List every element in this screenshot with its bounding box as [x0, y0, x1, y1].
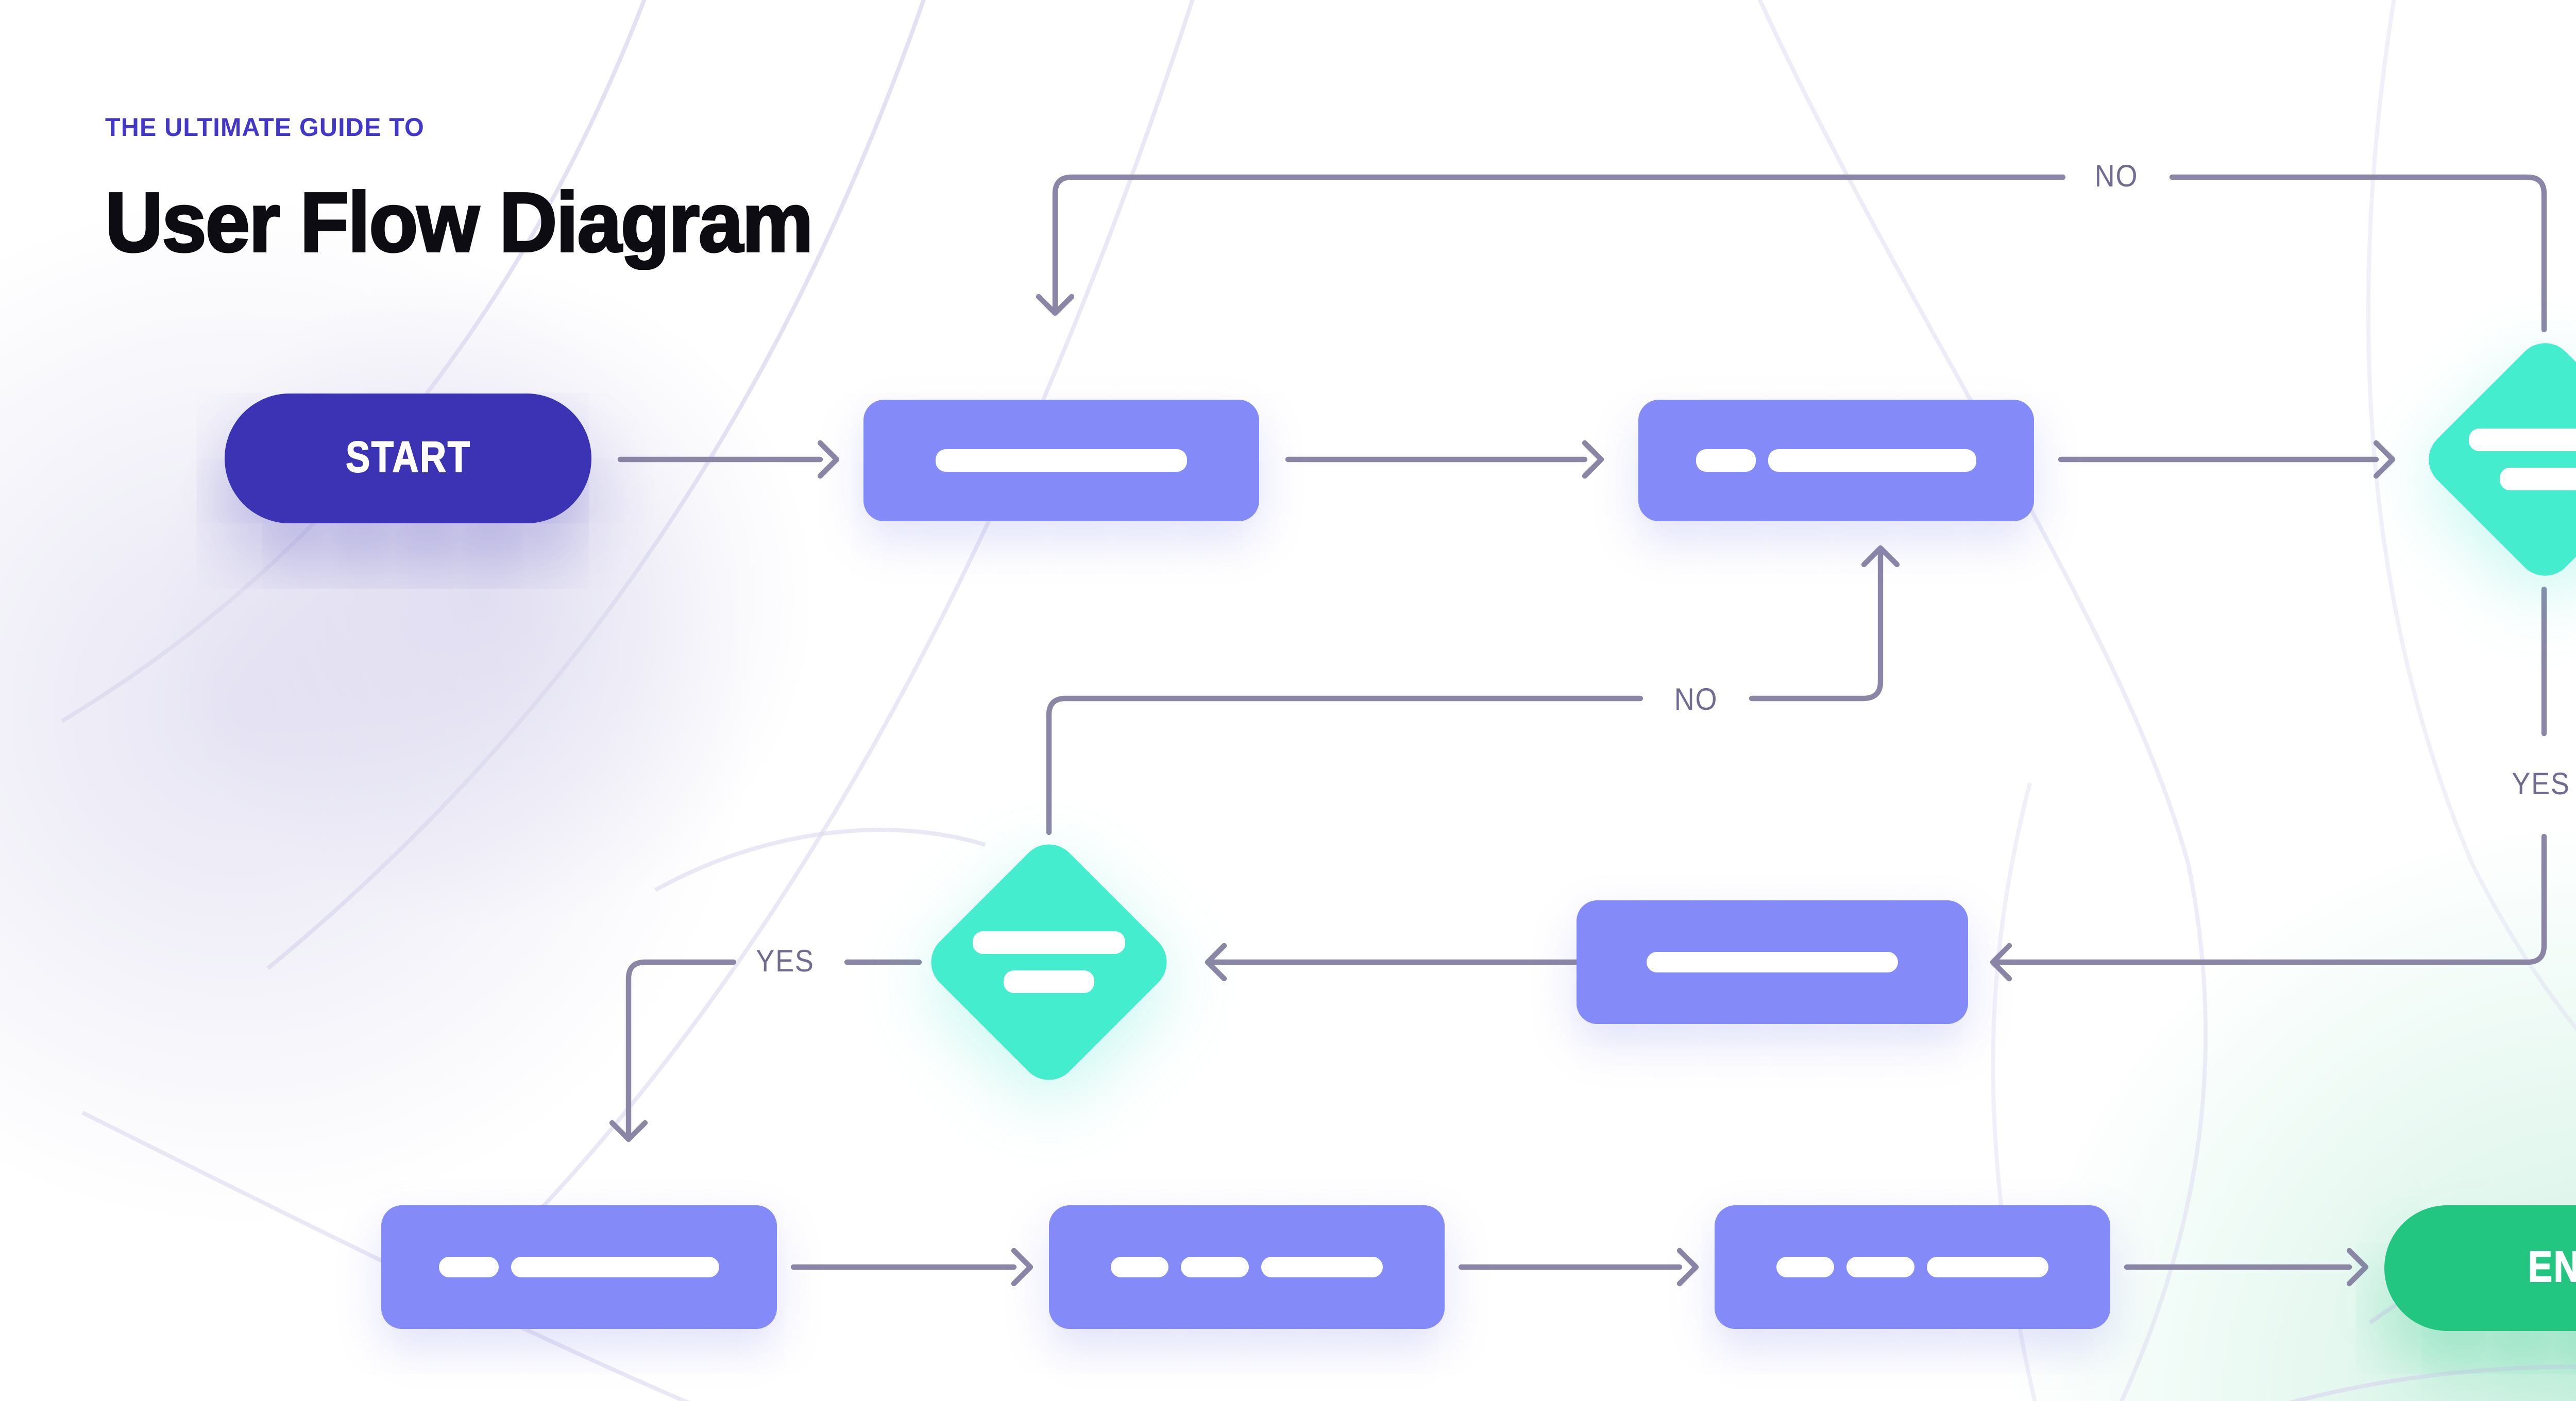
placeholder-bar	[1647, 951, 1898, 973]
placeholder-bar	[1695, 450, 1755, 471]
contour-line	[2289, 1364, 2576, 1401]
placeholder-bar	[510, 1256, 720, 1278]
placeholder-bar	[1261, 1256, 1384, 1278]
placeholder-text-bars	[919, 832, 1179, 1092]
contour-line	[266, 0, 926, 970]
end-node-label: END	[2528, 1243, 2576, 1291]
process-step-5	[1049, 1205, 1445, 1329]
eyebrow-text: THE ULTIMATE GUIDE TO	[105, 113, 425, 142]
decision-node-1	[2415, 331, 2576, 588]
placeholder-bar	[1775, 1256, 1835, 1278]
placeholder-bar	[1181, 1256, 1249, 1278]
process-step-1	[863, 400, 1259, 521]
start-node-label: START	[345, 433, 471, 482]
end-node: END	[2384, 1205, 2576, 1331]
placeholder-bar	[1847, 1256, 1914, 1278]
page-title: User Flow Diagram	[104, 175, 815, 270]
placeholder-bar	[1003, 970, 1095, 993]
placeholder-text-bars	[1577, 900, 1968, 1024]
placeholder-text-bars	[1638, 400, 2034, 521]
placeholder-text-bars	[1715, 1205, 2110, 1329]
placeholder-bar	[1767, 450, 1977, 471]
edge-step1-to-step2	[1285, 440, 1604, 479]
placeholder-bar	[935, 450, 1188, 471]
header: THE ULTIMATE GUIDE TO User Flow Diagram	[104, 109, 850, 270]
edge-decision2-yes-to-step4	[609, 959, 922, 1142]
edge-label-no-top: NO	[2094, 160, 2139, 195]
placeholder-text-bars	[863, 400, 1259, 521]
placeholder-bar	[2499, 468, 2576, 490]
edge-step5-to-step6	[1458, 1248, 1699, 1287]
placeholder-bar	[1926, 1256, 2049, 1278]
placeholder-bar	[1110, 1256, 1170, 1278]
edge-decision1-yes-to-step3	[1990, 586, 2547, 982]
contour-line	[1757, 0, 2208, 1401]
placeholder-bar	[438, 1256, 498, 1278]
edge-step4-to-step5	[790, 1248, 1033, 1287]
placeholder-bar	[2469, 429, 2576, 451]
edge-label-yes-left: YES	[756, 945, 815, 980]
edge-decision2-no-loop-to-step2	[1046, 545, 1900, 835]
edge-label-yes-right: YES	[2512, 767, 2570, 802]
edge-decision1-no-loop-to-step1	[1036, 174, 2547, 333]
contour-line	[60, 0, 647, 723]
contour-line	[2366, 0, 2576, 1032]
process-step-3	[1577, 900, 1968, 1024]
process-step-6	[1715, 1205, 2110, 1329]
process-step-4	[381, 1205, 777, 1329]
decision-node-2	[919, 832, 1179, 1092]
placeholder-text-bars	[381, 1205, 777, 1329]
placeholder-text-bars	[2415, 332, 2576, 587]
placeholder-bar	[973, 931, 1125, 954]
edge-step2-to-decision1	[2058, 440, 2396, 479]
edge-step3-to-decision2	[1205, 943, 1580, 982]
edge-start-to-step1	[617, 440, 840, 479]
contour-line	[654, 828, 986, 892]
process-step-2	[1638, 400, 2034, 521]
edge-step6-to-end	[2124, 1248, 2369, 1287]
contour-line	[493, 0, 1195, 1258]
start-node: START	[225, 394, 591, 523]
edge-label-no-mid: NO	[1674, 683, 1718, 718]
placeholder-text-bars	[1049, 1205, 1445, 1329]
